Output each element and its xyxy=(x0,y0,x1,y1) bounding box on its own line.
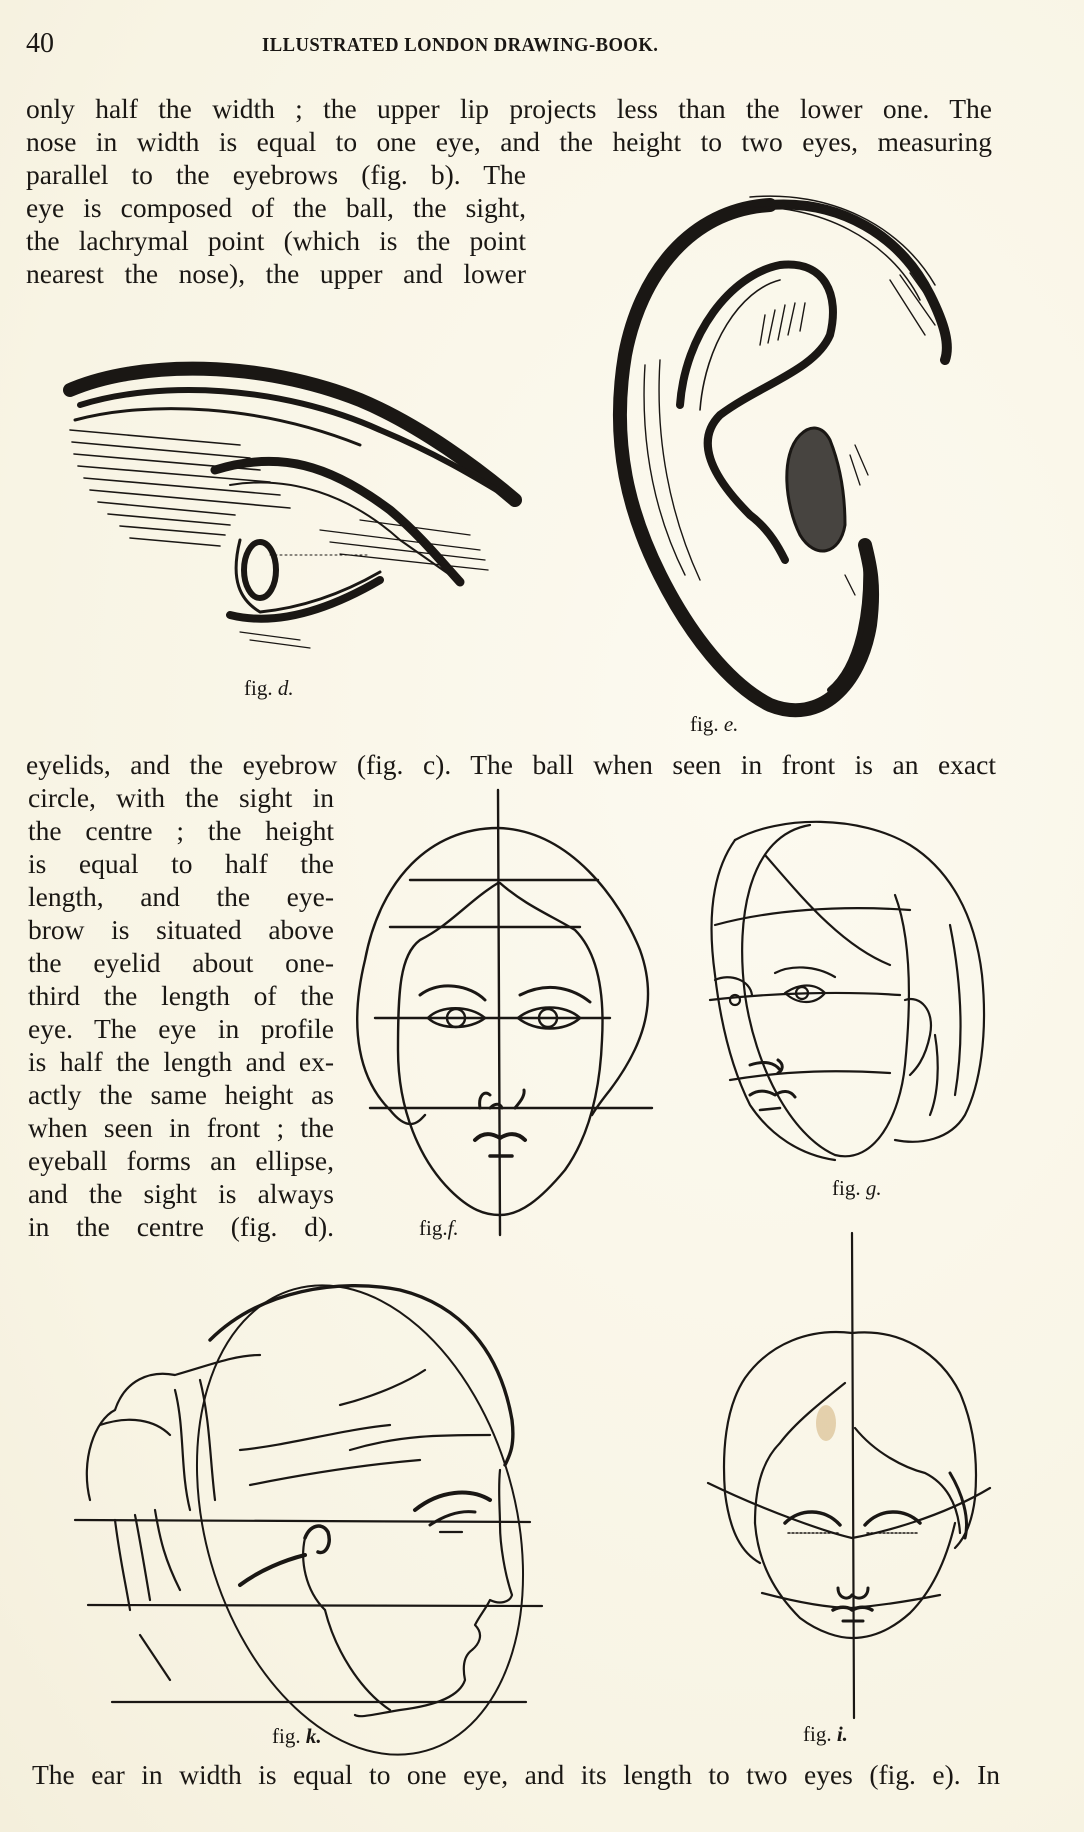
text-line: and the sight is always xyxy=(28,1178,334,1209)
text-line: is half the length and ex- xyxy=(28,1046,334,1077)
text-line: only half the width ; the upper lip proj… xyxy=(26,93,992,124)
text-line: nearest the nose), the upper and lower xyxy=(26,258,526,289)
text-line: third the length of the xyxy=(28,980,334,1011)
figure-f-caption: fig.f. xyxy=(419,1216,459,1240)
text-line: actly the same height as xyxy=(28,1079,334,1110)
figure-i-downcast-face xyxy=(706,1231,992,1720)
figure-k-profile-head xyxy=(73,1284,544,1756)
figure-k-caption: fig. k. xyxy=(272,1724,322,1748)
text-line: length, and the eye- xyxy=(28,881,334,912)
text-line: circle, with the sight in xyxy=(28,782,334,813)
text-line: eye is composed of the ball, the sight, xyxy=(26,192,526,223)
text-line: when seen in front ; the xyxy=(28,1112,334,1143)
text-line: in the centre (fig. d). xyxy=(28,1211,334,1242)
running-title: ILLUSTRATED LONDON DRAWING-BOOK. xyxy=(262,34,659,56)
figure-e-ear xyxy=(612,195,952,718)
figure-e-caption: fig. e. xyxy=(690,712,739,736)
text-line: is equal to half the xyxy=(28,848,334,879)
text-line: The ear in width is equal to one eye, an… xyxy=(32,1759,1000,1790)
text-line: eye. The eye in profile xyxy=(28,1013,334,1044)
text-line: the lachrymal point (which is the point xyxy=(26,225,526,256)
text-line: the eyelid about one- xyxy=(28,947,334,978)
text-line: eyelids, and the eyebrow (fig. c). The b… xyxy=(26,749,996,780)
page-number: 40 xyxy=(26,28,54,59)
text-line: eyeball forms an ellipse, xyxy=(28,1145,334,1176)
figure-g-caption: fig. g. xyxy=(832,1176,882,1200)
text-line: parallel to the eyebrows (fig. b). The xyxy=(26,159,526,190)
figure-f-front-face xyxy=(356,788,654,1237)
figure-g-three-quarter-face xyxy=(708,820,986,1162)
text-line: brow is situated above xyxy=(28,914,334,945)
figure-d-eye xyxy=(63,361,522,649)
figure-d-caption: fig. d. xyxy=(244,676,294,700)
text-line: the centre ; the height xyxy=(28,815,334,846)
text-line: nose in width is equal to one eye, and t… xyxy=(26,126,992,157)
figure-i-caption: fig. i. xyxy=(803,1722,848,1746)
